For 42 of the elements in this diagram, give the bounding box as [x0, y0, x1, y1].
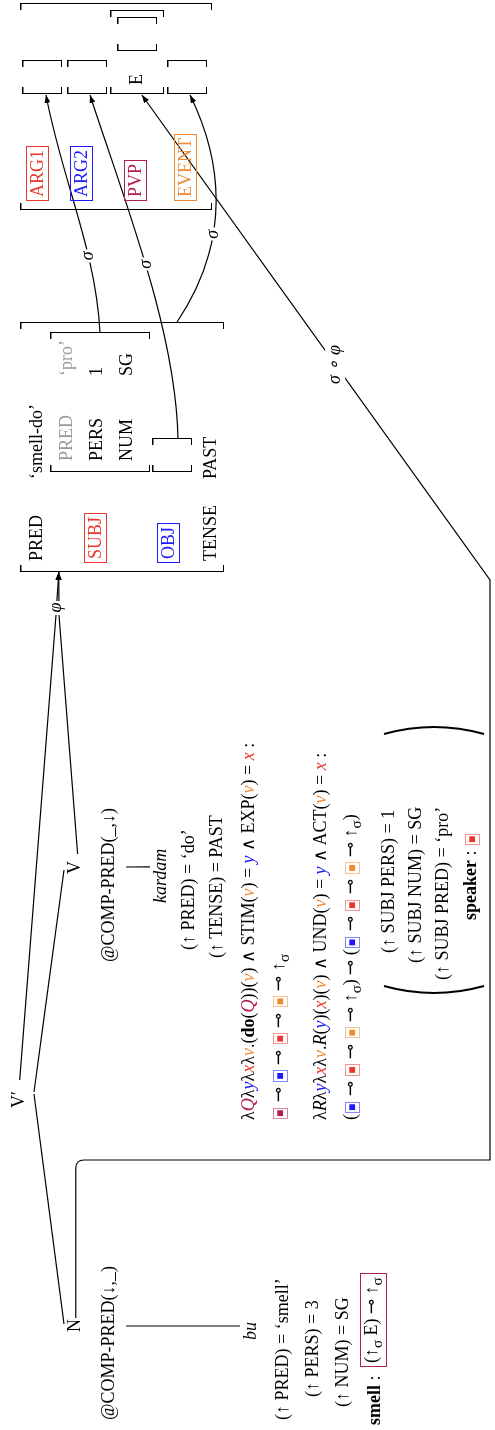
attribute-name: ARG2 [70, 146, 93, 201]
equation: (↑ SUBJ PERS) = 1 [378, 809, 399, 953]
tree-node-label: N [64, 1319, 85, 1332]
attribute-name: OBJ [157, 523, 180, 563]
meaning-constructor: λRλyλxλv.R(y)(x)(v) ∧ UND(v) = y ∧ ACT(v) = x : [310, 752, 331, 1120]
tree-branch [33, 869, 65, 1093]
attribute-name: PRED [56, 415, 77, 461]
attribute-name: EVENT [174, 134, 197, 201]
equation: (↑ PERS) = 3 [302, 1300, 323, 1397]
meaning-constructor: λQλyλxλv.(do(Q))(v) ∧ STIM(v) = y ∧ EXP(v) = x : [238, 742, 259, 1120]
meaning-constructor: smell : [364, 1375, 385, 1425]
attribute-name: PVP [124, 159, 147, 201]
attribute-name: TENSE [200, 505, 221, 561]
attribute-value: SG [116, 353, 137, 376]
attribute-value: 1 [86, 367, 107, 376]
lexical-form: bu [240, 1322, 261, 1340]
attribute-name: SUBJ [84, 512, 107, 563]
attribute-name: PERS [86, 417, 107, 461]
equation: (↑ SUBJ NUM) = SG [405, 806, 426, 963]
tree-node-label: V′ [8, 1080, 34, 1108]
tree-branch [125, 1325, 241, 1327]
meaning-constructor: speaker : ■ [460, 832, 481, 920]
attribute-name: NUM [116, 419, 137, 461]
projection-arrow [55, 571, 79, 855]
template-call: @COMP-PRED(_,↓) [98, 807, 119, 962]
equation: (↑ TENSE) = PAST [206, 815, 227, 958]
tree-branch [33, 1093, 65, 1325]
attribute-name: E [126, 74, 147, 85]
tree-branch [125, 866, 151, 868]
equation: (↑ SUBJ PRED) = ‘pro’ [432, 806, 453, 980]
attribute-value: ‘pro’ [56, 340, 77, 376]
equation: (↑ PRED) = ‘smell’ [272, 1278, 293, 1420]
attribute-name: ARG1 [26, 146, 49, 201]
lexical-form: kardam [150, 848, 171, 903]
tree-node-label: V [64, 861, 85, 874]
attribute-value: ‘smell-do’ [26, 404, 47, 479]
equation: (↑ PRED) = ‘do’ [178, 829, 199, 950]
attribute-value: PAST [200, 436, 221, 479]
equation: (↑ NUM) = SG [332, 1297, 353, 1407]
attribute-name: PRED [26, 515, 47, 561]
template-call: @COMP-PRED(↓,_) [98, 1265, 119, 1420]
edge-label: σ ∘ φ [325, 343, 346, 386]
